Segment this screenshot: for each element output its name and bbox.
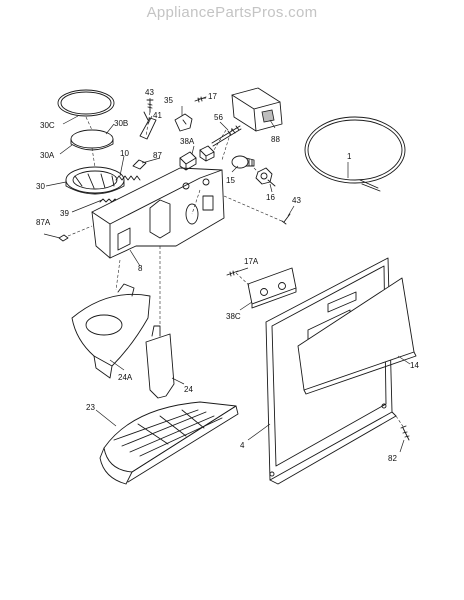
part-56-rod — [211, 125, 242, 147]
callout-38a: 38A — [180, 137, 195, 146]
callout-30a: 30A — [40, 151, 55, 160]
callout-8: 8 — [138, 264, 143, 273]
callout-41: 41 — [153, 111, 162, 120]
part-43-screw-right — [281, 213, 291, 225]
callout-56: 56 — [214, 113, 223, 122]
part-88-solenoid — [231, 87, 283, 132]
callout-30c: 30C — [40, 121, 55, 130]
callout-23: 23 — [86, 403, 95, 412]
callout-1: 1 — [347, 152, 352, 161]
callout-14: 14 — [410, 361, 419, 370]
part-30c-ring — [57, 89, 115, 117]
part-15-bulb — [231, 155, 255, 169]
part-16-socket — [255, 167, 276, 187]
callout-24: 24 — [184, 385, 193, 394]
part-38c-switch-plate — [247, 267, 297, 309]
callout-labels: 30C 30A 30B 10 30 39 87A 43 41 87 35 17 … — [36, 88, 419, 463]
leader-lines — [43, 97, 411, 453]
callout-24a: 24A — [118, 373, 133, 382]
callout-15: 15 — [226, 176, 235, 185]
part-38a-lamp-sockets — [179, 145, 215, 171]
part-39-spring — [99, 198, 119, 203]
callout-87: 87 — [153, 151, 162, 160]
part-1-tubing — [304, 116, 406, 192]
callout-17a: 17A — [244, 257, 259, 266]
callout-4: 4 — [240, 441, 245, 450]
callout-16: 16 — [266, 193, 275, 202]
part-82-screw — [400, 425, 410, 441]
callout-10: 10 — [120, 149, 129, 158]
part-41-lever — [139, 111, 157, 140]
part-30-auger-ring — [65, 166, 125, 195]
callout-43-top: 43 — [145, 88, 154, 97]
part-23-drip-tray — [99, 401, 239, 485]
part-17-screw — [194, 96, 207, 103]
callout-88: 88 — [271, 135, 280, 144]
callout-43-right: 43 — [292, 196, 301, 205]
callout-30b: 30B — [114, 119, 128, 128]
callout-39: 39 — [60, 209, 69, 218]
callout-38c: 38C — [226, 312, 241, 321]
callout-17: 17 — [208, 92, 217, 101]
part-87-clip — [132, 159, 147, 170]
part-35-switch — [174, 113, 193, 132]
part-8-housing — [91, 167, 225, 259]
part-14-overlay — [297, 277, 417, 395]
callout-30: 30 — [36, 182, 45, 191]
part-87a-clip — [58, 234, 69, 242]
callout-87a: 87A — [36, 218, 51, 227]
watermark: AppliancePartsPros.com — [146, 4, 318, 21]
part-24a-funnel — [71, 283, 151, 379]
part-10-spring — [115, 175, 141, 181]
callout-82: 82 — [388, 454, 397, 463]
callout-35: 35 — [164, 96, 173, 105]
part-24-flap — [145, 325, 175, 399]
